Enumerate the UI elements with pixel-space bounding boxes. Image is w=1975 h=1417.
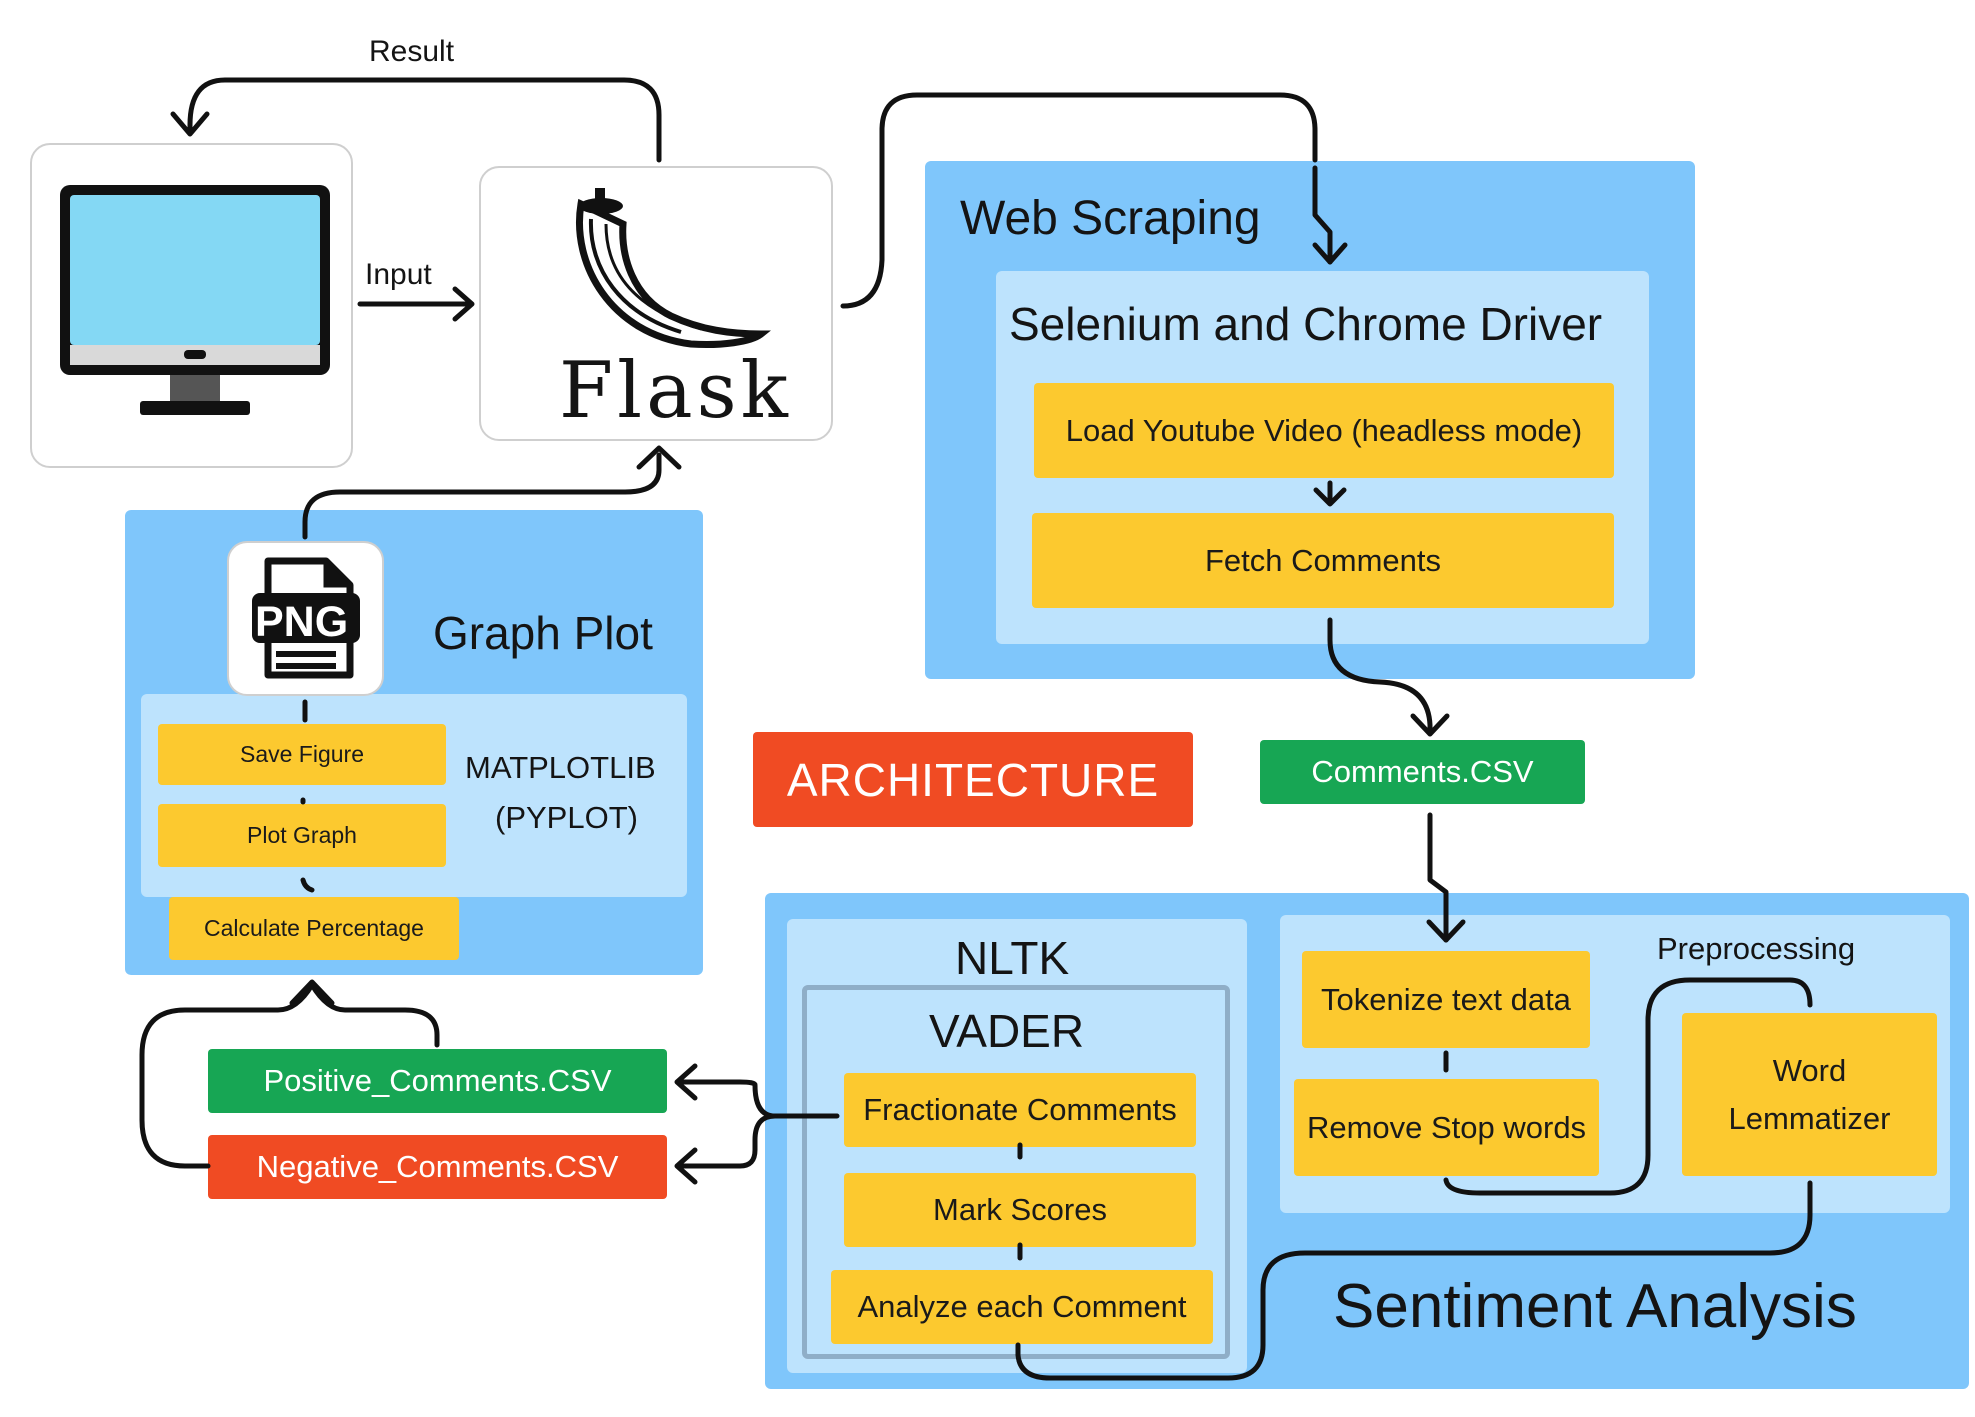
step-remove-stop-words: Remove Stop words <box>1294 1079 1599 1176</box>
web-scraping-title: Web Scraping <box>960 192 1261 245</box>
sentiment-analysis-title: Sentiment Analysis <box>1333 1272 1857 1341</box>
nltk-title: NLTK <box>955 932 1070 984</box>
negative-comments-csv: Negative_Comments.CSV <box>208 1135 667 1199</box>
outputs-to-percentage <box>309 982 440 1048</box>
flask-horn-logo <box>576 188 771 348</box>
positive-comments-csv: Positive_Comments.CSV <box>208 1049 667 1113</box>
selenium-subpanel: Selenium and Chrome Driver Load Youtube … <box>996 271 1649 644</box>
step-load-video: Load Youtube Video (headless mode) <box>1034 383 1614 478</box>
step-tokenize-text: Tokenize text data <box>1302 951 1590 1048</box>
graph-plot-title: Graph Plot <box>433 607 653 659</box>
client-computer-card <box>30 143 353 468</box>
lemmatizer-line2: Lemmatizer <box>1728 1100 1891 1136</box>
step-fractionate-comments: Fractionate Comments <box>844 1073 1196 1147</box>
flask-wordmark: Flask <box>559 346 792 436</box>
png-label: PNG <box>255 598 349 646</box>
nltk-subpanel: NLTK VADER Fractionate Comments Mark Sco… <box>787 919 1247 1373</box>
step-mark-scores: Mark Scores <box>844 1173 1196 1247</box>
vader-title: VADER <box>929 1005 1085 1057</box>
comments-csv-badge: Comments.CSV <box>1260 740 1585 804</box>
step-word-lemmatizer: Word Lemmatizer <box>1682 1013 1937 1176</box>
preprocessing-subpanel: Preprocessing Tokenize text data Remove … <box>1280 915 1950 1213</box>
graph-plot-panel: Graph Plot Save Figure Plot Graph MATPLO… <box>125 510 703 975</box>
step-save-figure: Save Figure <box>158 724 446 785</box>
step-plot-graph: Plot Graph <box>158 804 446 867</box>
step-analyze-each-comment: Analyze each Comment <box>831 1270 1213 1344</box>
architecture-title: ARCHITECTURE <box>753 732 1193 827</box>
sentiment-analysis-panel: NLTK VADER Fractionate Comments Mark Sco… <box>765 893 1969 1389</box>
web-scraping-panel: Web Scraping Selenium and Chrome Driver … <box>925 161 1695 679</box>
png-file-icon <box>252 557 360 679</box>
selenium-title: Selenium and Chrome Driver <box>1009 298 1603 350</box>
matplotlib-label-line2: (PYPLOT) <box>495 800 638 835</box>
monitor-icon <box>60 185 330 415</box>
step-calculate-percentage: Calculate Percentage <box>169 897 459 960</box>
matplotlib-subpanel: Save Figure Plot Graph MATPLOTLIB (PYPLO… <box>141 694 687 897</box>
result-label: Result <box>369 35 455 68</box>
preprocessing-title: Preprocessing <box>1657 931 1856 966</box>
vader-frame: VADER Fractionate Comments Mark Scores A… <box>802 985 1230 1359</box>
step-fetch-comments: Fetch Comments <box>1032 513 1614 608</box>
matplotlib-label-line1: MATPLOTLIB <box>465 750 656 785</box>
flask-server-card: Flask <box>479 166 833 441</box>
input-label: Input <box>365 258 432 291</box>
lemmatizer-line1: Word <box>1772 1052 1847 1088</box>
png-icon-card: PNG <box>227 541 384 696</box>
